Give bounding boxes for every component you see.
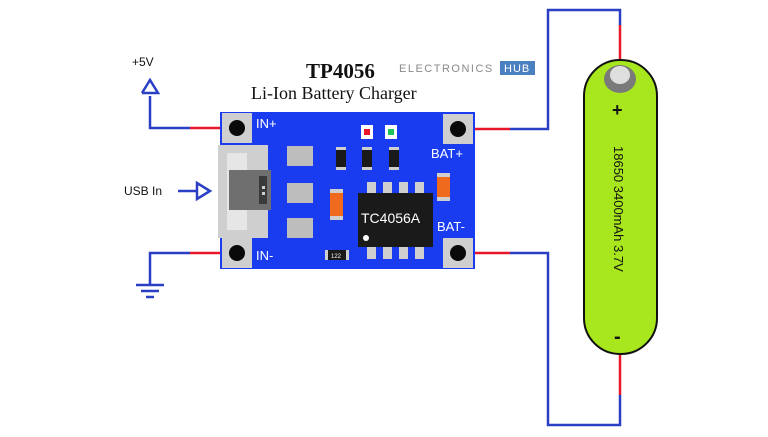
pad-bat-plus [443,114,473,144]
watermark-right: HUB [504,63,530,75]
watermark-logo: ELECTRONICS HUB [399,61,535,75]
label-in-minus: IN- [256,248,273,263]
chip-label: TC4056A [361,210,421,226]
ground-icon [136,283,164,299]
usb-connector [218,145,271,238]
wire-vcc-blue [148,96,190,130]
capacitor [437,173,450,201]
diagram-subtitle: Li-Ion Battery Charger [251,83,417,103]
label-bat-minus: BAT- [437,219,465,234]
capacitor [330,189,343,220]
watermark-badge [500,61,535,75]
vcc-label: +5V [132,55,154,69]
led-red-icon [361,125,373,139]
led-green-icon [385,125,397,139]
battery-plus: + [612,100,623,120]
arrow-right-icon [178,180,213,202]
smd-pad [287,183,313,203]
smd-pad [287,218,313,238]
wire-batminus-blue [510,251,622,427]
wire-batplus-blue [510,8,622,131]
resistor [336,147,346,170]
label-bat-plus: BAT+ [431,146,463,161]
battery-terminal-top [610,66,630,84]
battery-minus: - [614,326,621,348]
label-in-plus: IN+ [256,116,277,131]
battery-18650: + - 18650 3400mAh 3.7V [583,59,658,355]
usb-label: USB In [124,184,162,198]
battery-label: 18650 3400mAh 3.7V [611,146,626,272]
watermark-left: ELECTRONICS [399,63,494,75]
pad-in-plus [222,113,252,143]
wires [148,8,622,427]
resistor [389,147,399,170]
pad-bat-minus [443,238,473,268]
pad-in-minus [222,238,252,268]
smd-pad [287,146,313,166]
resistor-label: 122 [331,254,342,260]
tp4056-board: IN+ IN- BAT+ BAT- [218,112,475,269]
resistor-122: 122 [325,250,349,260]
resistor [362,147,372,170]
arrow-up-icon [140,77,161,95]
diagram-title: TP4056 [306,59,375,83]
ic-chip: TC4056A [358,182,433,259]
battery-body [583,59,658,355]
wire-gnd-blue [148,251,190,284]
